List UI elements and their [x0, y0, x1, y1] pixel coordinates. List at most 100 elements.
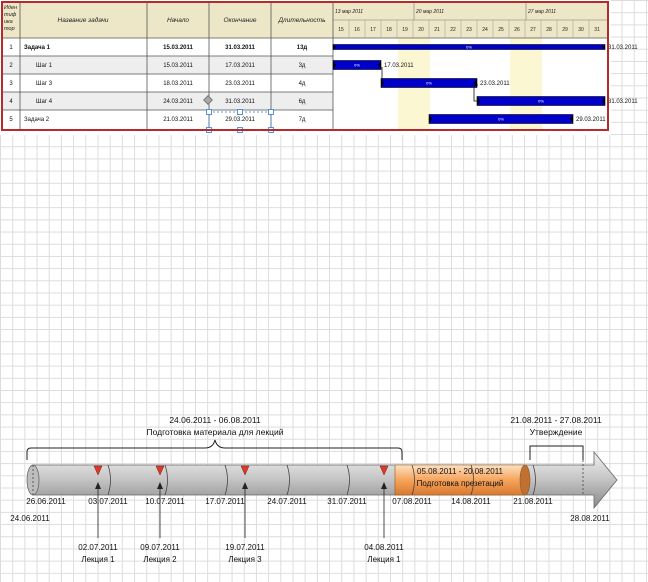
- tick-label: 07.08.2011: [392, 497, 432, 506]
- bar-label: 0%: [466, 45, 472, 50]
- task-end: 31.03.2011: [225, 45, 255, 51]
- milestone-marker: [240, 465, 250, 476]
- highlight-cap: [519, 464, 531, 496]
- bar-end-marker: [602, 96, 605, 106]
- tick-label: 10.07.2011: [145, 497, 185, 506]
- task-duration: 13д: [297, 45, 308, 51]
- task-name: Шаг 3: [36, 81, 53, 87]
- milestone-marker: [93, 465, 103, 476]
- segment-divider: [107, 464, 111, 496]
- segment-divider: [286, 464, 290, 496]
- bar-label: 0%: [538, 99, 544, 104]
- task-id: 4: [9, 99, 13, 105]
- milestone-label: Лекция 2: [143, 555, 177, 564]
- day-label: 26: [514, 27, 520, 33]
- phase-2-label: Утверждение: [530, 427, 583, 437]
- week-label: 27 мар 2011: [527, 9, 556, 15]
- tick-label: 31.07.2011: [327, 497, 367, 506]
- tick-label: 14.08.2011: [451, 497, 491, 506]
- tick-label: 17.07.2011: [205, 497, 245, 506]
- segment-divider: [164, 464, 168, 496]
- phase-brace: [529, 445, 584, 460]
- tick-label: 26.06.2011: [26, 497, 66, 506]
- task-start: 24.03.2011: [163, 99, 193, 105]
- bar-label: 0%: [498, 117, 504, 122]
- day-label: 24: [482, 27, 488, 33]
- header-name: Название задачи: [58, 16, 109, 24]
- bar-label: 0%: [426, 81, 432, 86]
- tick-label: 21.08.2011: [513, 497, 553, 506]
- milestone-arrowhead: [157, 482, 163, 489]
- bar-end-marker: [570, 114, 573, 124]
- milestone-arrowhead: [381, 482, 387, 489]
- segment-divider: [346, 464, 350, 496]
- dependency-links: [381, 67, 478, 102]
- tick-label: 24.07.2011: [267, 497, 307, 506]
- day-label: 21: [434, 27, 440, 33]
- timeline-end-date: 28.08.2011: [570, 514, 610, 523]
- day-label: 19: [402, 27, 408, 33]
- task-name: Задача 2: [24, 117, 50, 123]
- milestone-date: 09.07.2011: [140, 543, 180, 552]
- bar-start-marker: [429, 114, 432, 124]
- timeline-start-date: 24.06.2011: [10, 514, 50, 523]
- day-label: 22: [450, 27, 456, 33]
- task-duration: 6д: [299, 99, 306, 105]
- timeline-diagram: 05.08.2011 - 20.08.2011 Подготовка презе…: [10, 415, 618, 564]
- task-name: Шаг 4: [36, 99, 53, 105]
- phase-2-dates: 21.08.2011 - 27.08.2011: [510, 415, 602, 425]
- milestone-label: Лекция 1: [367, 555, 401, 564]
- day-label: 20: [418, 27, 424, 33]
- milestone-label: Лекция 1: [81, 555, 115, 564]
- bar-start-marker: [333, 44, 336, 50]
- bar-end-marker: [378, 60, 381, 70]
- tick-label: 03.07.2011: [88, 497, 128, 506]
- task-start: 21.03.2011: [163, 117, 193, 123]
- header-end: Окончание: [223, 17, 256, 24]
- task-name: Задача 1: [24, 45, 51, 51]
- milestone-date: 02.07.2011: [78, 543, 118, 552]
- highlight-label: Подготовка презетаций: [417, 479, 504, 488]
- milestone-arrowhead: [242, 482, 248, 489]
- day-label: 18: [386, 27, 392, 33]
- bar-end-label: 23.03.2011: [480, 81, 510, 87]
- day-label: 28: [546, 27, 552, 33]
- day-label: 31: [594, 27, 600, 33]
- task-id: 1: [9, 45, 13, 51]
- bar-start-marker: [477, 96, 480, 106]
- task-name: Шаг 1: [36, 63, 53, 69]
- day-label: 15: [338, 27, 344, 33]
- row-bg: [2, 92, 333, 110]
- milestone-arrowhead: [95, 482, 101, 489]
- segment-divider: [224, 464, 228, 496]
- bar-end-label: 31.03.2011: [608, 45, 638, 51]
- week-label: 20 мар 2011: [415, 9, 444, 15]
- row-bg: [2, 56, 333, 74]
- phase-1-label: Подготовка материала для лекций: [147, 427, 284, 437]
- day-label: 30: [578, 27, 584, 33]
- task-end: 31.03.2011: [225, 99, 255, 105]
- week-label: 13 мар 2011: [335, 9, 363, 15]
- task-end: 17.03.2011: [225, 63, 255, 69]
- highlight-dates: 05.08.2011 - 20.08.2011: [417, 467, 504, 476]
- task-id: 3: [9, 81, 13, 87]
- day-label: 16: [354, 27, 360, 33]
- milestone-label: Лекция 3: [228, 555, 262, 564]
- day-label: 17: [370, 27, 376, 33]
- bar-end-label: 31.03.2011: [608, 99, 638, 105]
- bar-start-marker: [333, 60, 336, 70]
- day-label: 27: [530, 27, 536, 33]
- task-id: 5: [9, 117, 13, 123]
- day-label: 29: [562, 27, 568, 33]
- milestone-marker: [379, 465, 389, 476]
- milestone-date: 19.07.2011: [225, 543, 265, 552]
